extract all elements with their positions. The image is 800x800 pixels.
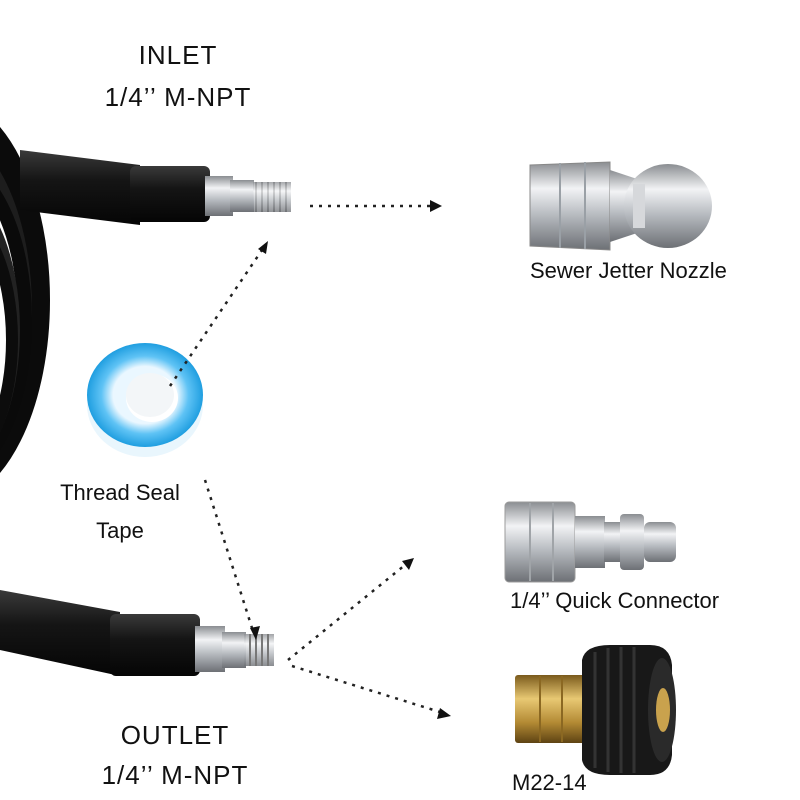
m22-label: M22-14: [512, 770, 587, 795]
nozzle-label: Sewer Jetter Nozzle: [530, 258, 727, 283]
m22-coupler: [515, 645, 676, 775]
outlet-spec: 1/4’’ M-NPT: [101, 760, 249, 790]
inlet-spec: 1/4’’ M-NPT: [104, 82, 252, 112]
dotted-arrows: [168, 204, 441, 714]
tape-label-line1: Thread Seal: [60, 480, 180, 505]
hose-coil: [0, 127, 50, 473]
inlet-hose-end: [20, 150, 291, 225]
outlet-hose-end: [0, 590, 274, 676]
tape-label-line2: Tape: [96, 518, 144, 543]
quick-connector: [504, 501, 676, 583]
thread-seal-tape: [87, 343, 203, 457]
outlet-title: OUTLET: [120, 720, 230, 750]
inlet-title: INLET: [138, 40, 218, 70]
quick-connector-label: 1/4’’ Quick Connector: [510, 588, 720, 613]
arrow-heads: [250, 200, 451, 719]
sewer-jetter-nozzle: [529, 161, 712, 251]
